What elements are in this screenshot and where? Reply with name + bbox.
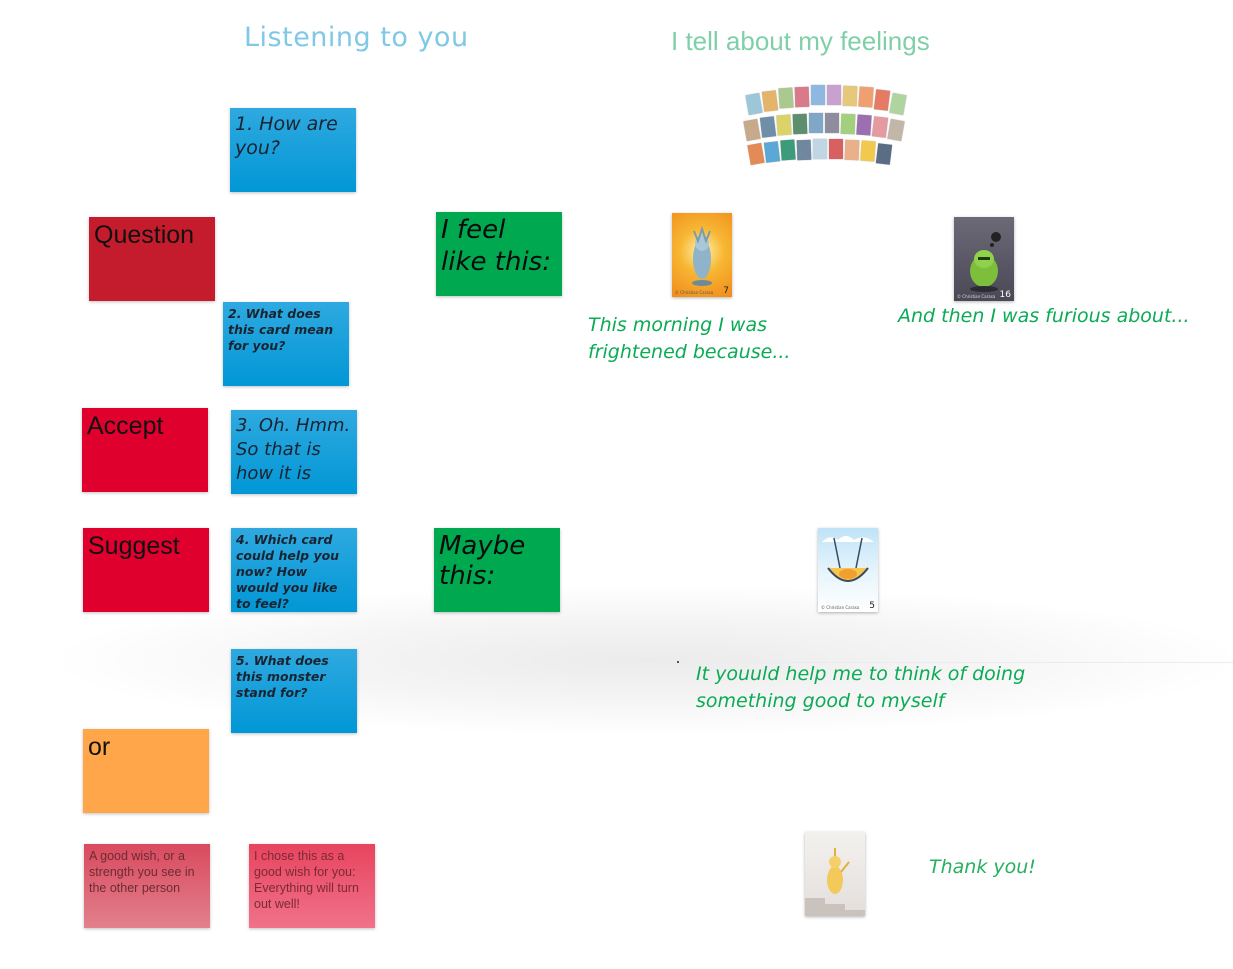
heading-feelings: I tell about my feelings bbox=[671, 26, 930, 56]
card-copyright: © Christian Carasa bbox=[957, 294, 996, 299]
card-number: 7 bbox=[723, 286, 729, 296]
cursor-dot bbox=[677, 661, 679, 663]
card-number: 5 bbox=[869, 601, 875, 611]
heading-listening: Listening to you bbox=[244, 22, 469, 53]
note-how-are-you[interactable]: 1. How are you? bbox=[230, 108, 356, 192]
text-thank-you: Thank you! bbox=[929, 856, 1036, 878]
frightened-monster-card-icon[interactable]: © Christian Carasa 7 bbox=[672, 213, 732, 297]
card-number: 16 bbox=[999, 290, 1011, 300]
furious-monster-card-icon[interactable]: © Christian Carasa 16 bbox=[954, 217, 1014, 301]
waving-monster-card-icon[interactable] bbox=[805, 832, 865, 916]
note-which-card-helps[interactable]: 4. Which card could help you now? How wo… bbox=[231, 528, 357, 612]
note-good-wish-example[interactable]: I chose this as a good wish for you: Eve… bbox=[249, 844, 375, 928]
text-good-to-myself: It youuld help me to think of doing some… bbox=[696, 663, 1026, 712]
note-card-meaning[interactable]: 2. What does this card mean for you? bbox=[223, 302, 349, 386]
note-monster-stand-for[interactable]: 5. What does this monster stand for? bbox=[231, 649, 357, 733]
divider-line bbox=[680, 662, 1233, 663]
card-copyright: © Christian Carasa bbox=[675, 290, 714, 295]
note-maybe-this[interactable]: Maybe this: bbox=[434, 528, 560, 612]
text-furious: And then I was furious about... bbox=[898, 305, 1190, 327]
card-deck-fan-icon[interactable] bbox=[743, 84, 911, 170]
note-i-feel-like-this[interactable]: I feel like this: bbox=[436, 212, 562, 296]
note-or[interactable]: or bbox=[83, 729, 209, 813]
text-frightened: This morning I was frightened because... bbox=[588, 314, 791, 363]
note-question[interactable]: Question bbox=[89, 217, 215, 301]
card-copyright: © Christian Carasa bbox=[821, 605, 860, 610]
note-good-wish-hint[interactable]: A good wish, or a strength you see in th… bbox=[84, 844, 210, 928]
note-so-that-is-how[interactable]: 3. Oh. Hmm. So that is how it is bbox=[231, 410, 357, 494]
note-suggest[interactable]: Suggest bbox=[83, 528, 209, 612]
relaxed-monster-card-icon[interactable]: © Christian Carasa 5 bbox=[818, 528, 878, 612]
note-accept[interactable]: Accept bbox=[82, 408, 208, 492]
